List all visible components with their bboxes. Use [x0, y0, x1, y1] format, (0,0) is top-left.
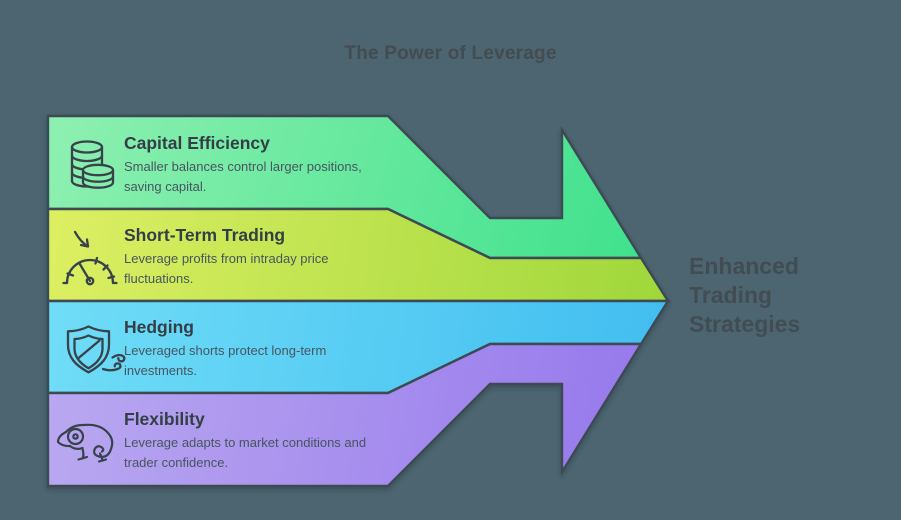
band-description-hedging: Leveraged shorts protect long-term inves… — [124, 343, 327, 378]
band-title-hedging: Hedging — [124, 317, 194, 337]
band-description-capital-efficiency: Smaller balances control larger position… — [124, 159, 362, 194]
coins-icon — [70, 140, 115, 189]
speedometer-icon — [62, 230, 118, 286]
band-title-capital-efficiency: Capital Efficiency — [124, 133, 270, 153]
shield-wind-icon — [66, 325, 126, 374]
page-title: The Power of Leverage — [344, 43, 557, 64]
chameleon-icon — [56, 423, 114, 463]
band-shape-flexibility — [46, 342, 644, 488]
result-label: Enhanced Trading Strategies — [689, 253, 801, 337]
band-description-short-term-trading: Leverage profits from intraday price flu… — [124, 251, 329, 286]
band-description-flexibility: Leverage adapts to market conditions and… — [124, 435, 367, 470]
band-title-short-term-trading: Short-Term Trading — [124, 225, 286, 245]
band-title-flexibility: Flexibility — [124, 409, 205, 429]
